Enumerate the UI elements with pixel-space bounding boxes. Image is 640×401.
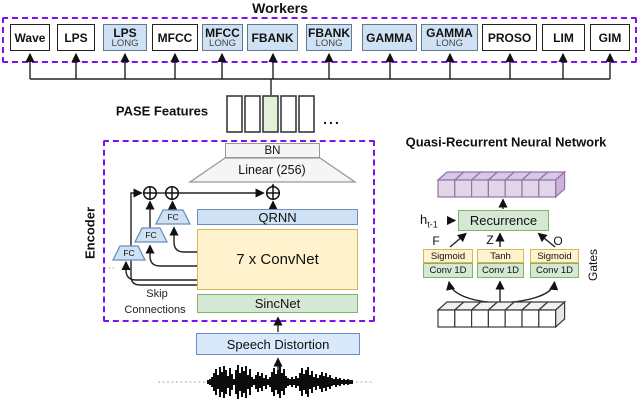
encoder-label: Encoder xyxy=(82,206,98,260)
worker-box-lim: LIM xyxy=(542,24,585,51)
gate-sigmoid-1: Sigmoid xyxy=(423,249,473,263)
encoder-skip-wiring xyxy=(121,183,278,286)
pase-ellipsis: ... xyxy=(323,111,341,127)
worker-box-mfcc: MFCC xyxy=(152,24,198,51)
qrnn-input-cells xyxy=(436,300,567,329)
gate-tanh: Tanh xyxy=(477,249,524,263)
fc-trapezoids xyxy=(111,209,192,261)
h-prev-label: ht-1 xyxy=(420,212,438,230)
fc-label-3: FC xyxy=(123,248,135,258)
gate-conv1d-1: Conv 1D xyxy=(423,263,473,278)
recurrence-box: Recurrence xyxy=(458,210,549,231)
worker-box-lps-long: LPS LONG xyxy=(103,24,147,51)
sum-nodes xyxy=(142,185,281,201)
worker-box-gim: GIM xyxy=(590,24,630,51)
gate-conv1d-3: Conv 1D xyxy=(530,263,579,278)
pase-feature-cells xyxy=(226,95,315,133)
gate-sigmoid-2: Sigmoid xyxy=(530,249,579,263)
convnet-box: 7 x ConvNet xyxy=(197,229,358,290)
encoder-dashed-box xyxy=(103,140,375,322)
qrnn-box: QRNN xyxy=(197,209,358,225)
bn-box: BN xyxy=(225,143,320,158)
gate-z-label: Z xyxy=(486,233,494,247)
pase-features-label: PASE Features xyxy=(115,103,209,119)
qrnn-detail-title: Quasi-Recurrent Neural Network xyxy=(405,134,607,150)
worker-box-fbank: FBANK xyxy=(247,24,298,51)
gates-label: Gates xyxy=(586,248,600,282)
gate-o-label: O xyxy=(553,234,563,248)
worker-box-gamma-long: GAMMA LONG xyxy=(421,24,478,51)
worker-box-fbank-long: FBANK LONG xyxy=(306,24,352,51)
workers-title: Workers xyxy=(252,0,308,16)
worker-box-proso: PROSO xyxy=(482,24,537,51)
worker-box-gamma: GAMMA xyxy=(362,24,417,51)
speech-waveform xyxy=(158,365,374,399)
sincnet-box: SincNet xyxy=(197,294,358,313)
worker-box-wave: Wave xyxy=(10,24,50,51)
speech-distortion-box: Speech Distortion xyxy=(196,333,360,355)
skip-label-line1: Skip xyxy=(146,288,168,300)
qrnn-output-cells xyxy=(436,170,567,199)
fc-label-2: FC xyxy=(145,230,157,240)
gate-conv1d-2: Conv 1D xyxy=(477,263,524,278)
workers-bus-arrows xyxy=(25,52,615,95)
fc-label-1: FC xyxy=(167,212,179,222)
worker-box-mfcc-long: MFCC LONG xyxy=(202,24,243,51)
worker-box-lps: LPS xyxy=(57,24,95,51)
skip-ellipsis: ... xyxy=(104,260,116,272)
workers-dashed-box xyxy=(2,17,637,63)
skip-label-line2: Connections xyxy=(124,304,186,316)
linear-label: Linear (256) xyxy=(238,163,306,177)
gate-f-label: F xyxy=(432,234,440,248)
linear-trapezoid xyxy=(187,157,358,183)
